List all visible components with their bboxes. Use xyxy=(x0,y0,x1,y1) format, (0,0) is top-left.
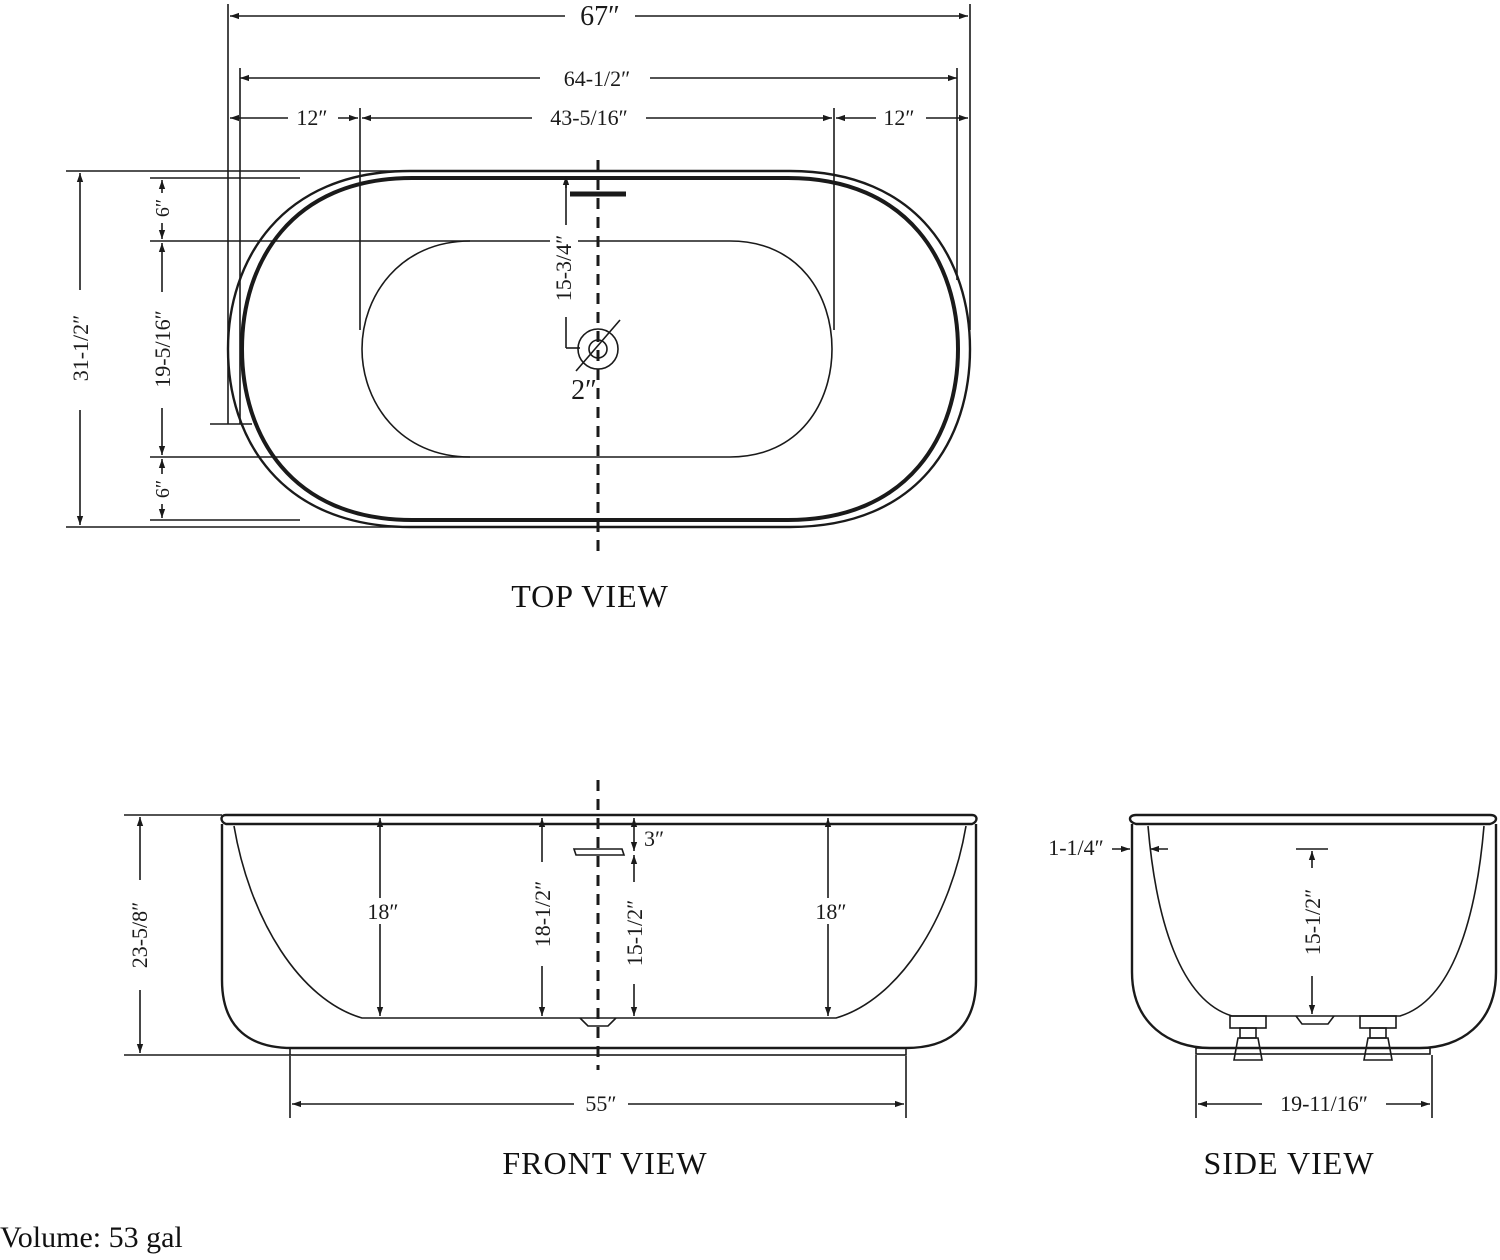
side-rim xyxy=(1128,813,1498,826)
side-view: 1-1/4″ 15-1/2″ 19-11/16″ SIDE VIEW xyxy=(1048,813,1498,1181)
label-basin-width: 19-5/16″ xyxy=(150,310,175,388)
front-overflow xyxy=(572,848,626,856)
side-drain xyxy=(1295,1015,1335,1025)
label-overflow-height: 15-1/2″ xyxy=(622,900,647,967)
label-base-width: 19-11/16″ xyxy=(1280,1091,1368,1116)
label-bottom-margin: 6″ xyxy=(152,480,174,498)
side-inner-basin xyxy=(1147,825,1485,1017)
front-drain xyxy=(579,1017,617,1027)
label-right-depth: 18″ xyxy=(815,899,846,924)
label-inner-length: 64-1/2″ xyxy=(564,66,631,91)
drain-leader xyxy=(575,319,621,372)
label-rim-thickness: 1-1/4″ xyxy=(1048,835,1104,860)
side-view-title: SIDE VIEW xyxy=(1203,1145,1374,1181)
front-rim xyxy=(220,813,978,826)
label-right-offset: 12″ xyxy=(883,105,914,130)
drain-outer xyxy=(577,328,619,370)
front-view-title: FRONT VIEW xyxy=(502,1145,707,1181)
side-base xyxy=(1195,1047,1431,1055)
label-left-offset: 12″ xyxy=(296,105,327,130)
front-view: 23-5/8″ 18″ 18-1/2″ 3″ 15-1/2″ 18″ 55″ F… xyxy=(124,780,978,1181)
label-drain-offset: 15-3/4″ xyxy=(551,235,576,302)
label-overall-width: 31-1/2″ xyxy=(68,315,93,382)
side-foot-right xyxy=(1359,1015,1397,1061)
label-water-depth: 15-1/2″ xyxy=(1300,889,1325,956)
label-top-margin: 6″ xyxy=(152,199,174,217)
label-overall-height: 23-5/8″ xyxy=(127,902,152,969)
drain-inner xyxy=(588,339,608,359)
label-overall-length: 67″ xyxy=(580,1,620,32)
label-drain-diameter: 2″ xyxy=(571,375,597,406)
volume-label: Volume: 53 gal xyxy=(0,1221,183,1254)
top-view-title: TOP VIEW xyxy=(511,578,669,614)
label-overflow-drop: 3″ xyxy=(644,826,664,851)
top-view: 67″ 64-1/2″ 12″ 43-5/16″ 12″ 31-1/2″ xyxy=(66,1,972,614)
top-outer-rim xyxy=(226,169,972,529)
label-center-depth: 18-1/2″ xyxy=(530,881,555,948)
label-basin-length: 43-5/16″ xyxy=(550,105,628,130)
label-base-length: 55″ xyxy=(585,1091,616,1116)
side-foot-left xyxy=(1229,1015,1267,1061)
top-inner-rim xyxy=(239,176,961,522)
top-basin xyxy=(361,240,833,458)
label-left-depth: 18″ xyxy=(367,899,398,924)
